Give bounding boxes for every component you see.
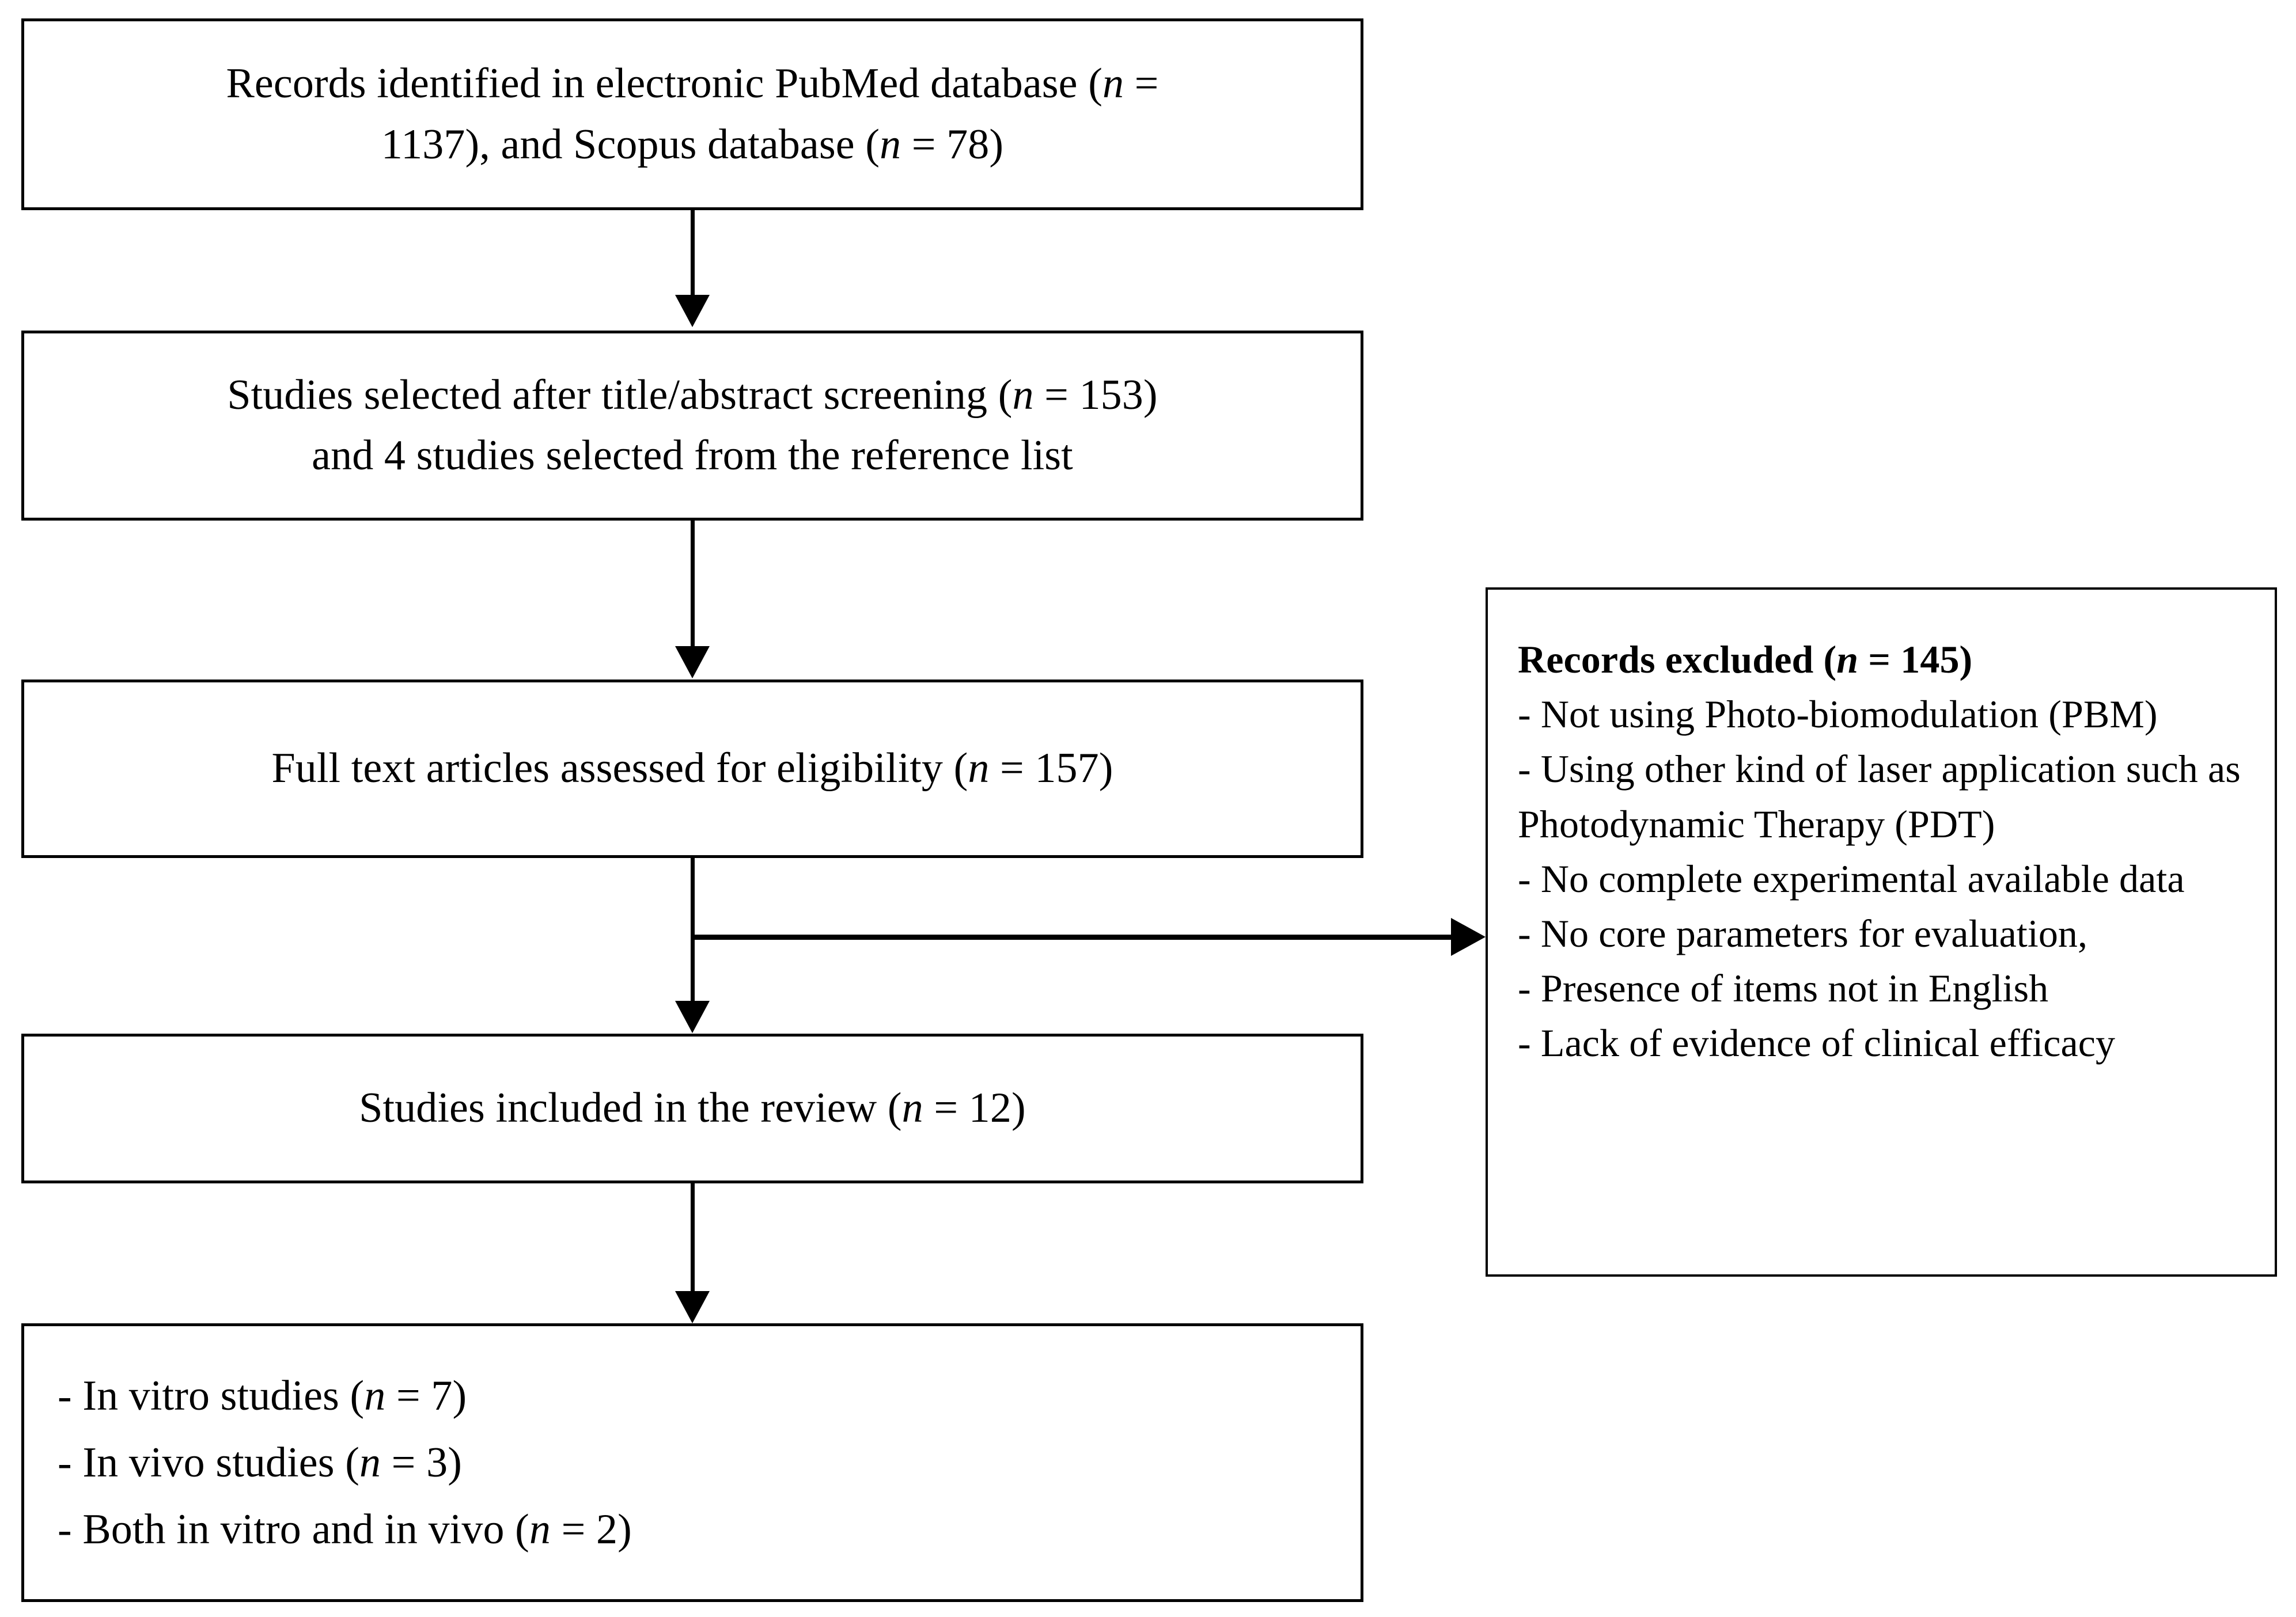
arrowhead-down-icon <box>675 646 710 678</box>
arrowhead-down-icon <box>675 1001 710 1033</box>
n-symbol: n <box>364 1372 386 1419</box>
n-symbol: n <box>1102 60 1124 108</box>
records-excluded-heading: Records excluded (n = 145) <box>1518 637 1973 681</box>
studies-screened-line-2: and 4 studies selected from the referenc… <box>312 432 1073 479</box>
studies-included-line-1: Studies included in the review (n = 12) <box>359 1084 1026 1132</box>
n-symbol: n <box>359 1439 381 1486</box>
node-studies-screened: Studies selected after title/abstract sc… <box>21 331 1363 521</box>
n-symbol: n <box>1836 637 1859 681</box>
breakdown-item-in-vivo: - In vivo studies (n = 3) <box>58 1439 462 1486</box>
breakdown-item-both: - Both in vitro and in vivo (n = 2) <box>58 1506 632 1553</box>
exclusion-reason-no-clinical-efficacy: - Lack of evidence of clinical efficacy <box>1518 1021 2116 1065</box>
node-records-excluded: Records excluded (n = 145) - Not using P… <box>1486 587 2277 1277</box>
exclusion-reason-no-core-parameters: - No core parameters for evaluation, <box>1518 911 2088 955</box>
n-symbol: n <box>529 1506 551 1553</box>
records-identified-line-2: 1137), and Scopus database (n = 78) <box>381 120 1004 168</box>
full-text-assessed-line-1: Full text articles assessed for eligibil… <box>271 745 1113 792</box>
exclusion-reason-not-english: - Presence of items not in English <box>1518 966 2049 1011</box>
records-identified-line-1: Records identified in electronic PubMed … <box>226 60 1159 108</box>
n-symbol: n <box>1012 371 1034 419</box>
node-full-text-assessed: Full text articles assessed for eligibil… <box>21 680 1363 858</box>
exclusion-reason-other-laser: - Using other kind of laser application … <box>1518 747 2241 846</box>
node-studies-included: Studies included in the review (n = 12) <box>21 1034 1363 1183</box>
breakdown-item-in-vitro: - In vitro studies (n = 7) <box>58 1372 467 1419</box>
studies-screened-line-1: Studies selected after title/abstract sc… <box>227 371 1158 419</box>
connector-screened-to-fulltext <box>691 521 695 647</box>
exclusion-reason-no-pbm: - Not using Photo-biomodulation (PBM) <box>1518 692 2158 737</box>
connector-included-to-breakdown <box>691 1183 695 1293</box>
node-records-identified: Records identified in electronic PubMed … <box>21 18 1363 210</box>
n-symbol: n <box>968 745 990 792</box>
connector-fulltext-to-included <box>691 858 695 1002</box>
connector-fulltext-to-excluded <box>691 935 1457 940</box>
n-symbol: n <box>901 1084 923 1132</box>
arrowhead-right-icon <box>1451 918 1486 956</box>
exclusion-reason-no-data: - No complete experimental available dat… <box>1518 856 2185 901</box>
arrowhead-down-icon <box>675 295 710 327</box>
arrowhead-down-icon <box>675 1291 710 1323</box>
connector-identified-to-screened <box>691 210 695 297</box>
n-symbol: n <box>880 120 901 168</box>
node-study-type-breakdown: - In vitro studies (n = 7) - In vivo stu… <box>21 1323 1363 1602</box>
